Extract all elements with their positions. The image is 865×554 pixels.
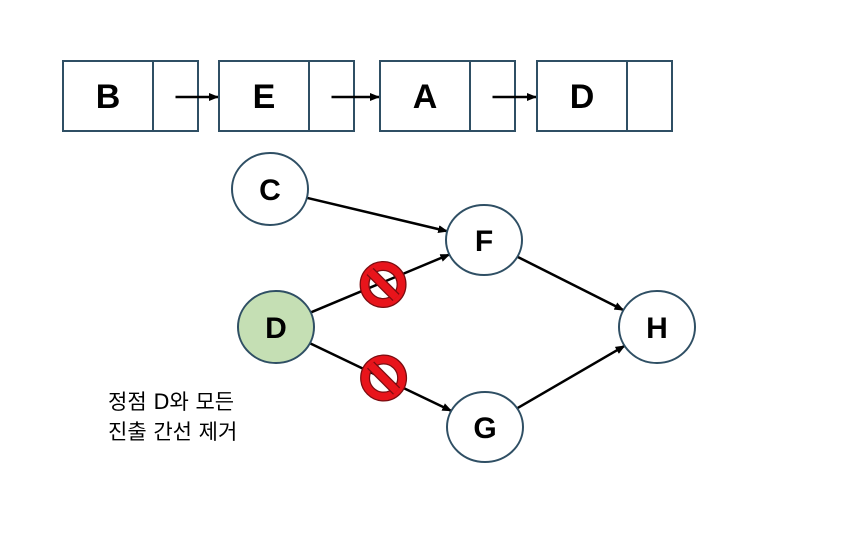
node-circle <box>231 152 309 226</box>
list-node-E: E <box>218 60 355 132</box>
caption: 정점 D와 모든 진출 간선 제거 <box>108 387 308 447</box>
edge-F-H <box>516 255 625 312</box>
node-circle <box>237 290 315 364</box>
list-node-label: D <box>570 78 595 116</box>
graph-node-C: C <box>231 152 309 226</box>
list-value-cell <box>379 60 471 132</box>
node-label: C <box>259 174 281 207</box>
prohibited-icon <box>359 260 407 308</box>
graph-node-F: F <box>445 204 523 276</box>
list-node-label: A <box>413 78 438 116</box>
node-label: H <box>646 312 668 345</box>
node-circle <box>445 204 523 276</box>
node-label: D <box>265 312 287 345</box>
list-pointer-cell <box>626 60 673 132</box>
list-node-A: A <box>379 60 516 132</box>
list-value-cell <box>62 60 154 132</box>
graph-node-D: D <box>237 290 315 364</box>
graph-node-H: H <box>618 290 696 364</box>
list-node-D: D <box>536 60 673 132</box>
edge-G-H <box>516 344 626 410</box>
list-value-cell <box>218 60 310 132</box>
prohibited-icon <box>360 354 408 402</box>
graph-nodes: C F D H G <box>231 152 696 463</box>
graph-node-G: G <box>446 391 524 463</box>
removed-edge-markers <box>359 260 408 402</box>
list-value-cell <box>536 60 628 132</box>
list-node-label: B <box>96 78 121 116</box>
list-node-B: B <box>62 60 199 132</box>
caption-line-1: 정점 D와 모든 <box>108 390 235 414</box>
list-node-label: E <box>253 78 276 116</box>
node-label: F <box>475 225 493 258</box>
node-label: G <box>473 412 496 445</box>
node-circle <box>446 391 524 463</box>
edge-C-F <box>306 196 449 234</box>
caption-line-2: 진출 간선 제거 <box>108 420 238 444</box>
node-circle <box>618 290 696 364</box>
